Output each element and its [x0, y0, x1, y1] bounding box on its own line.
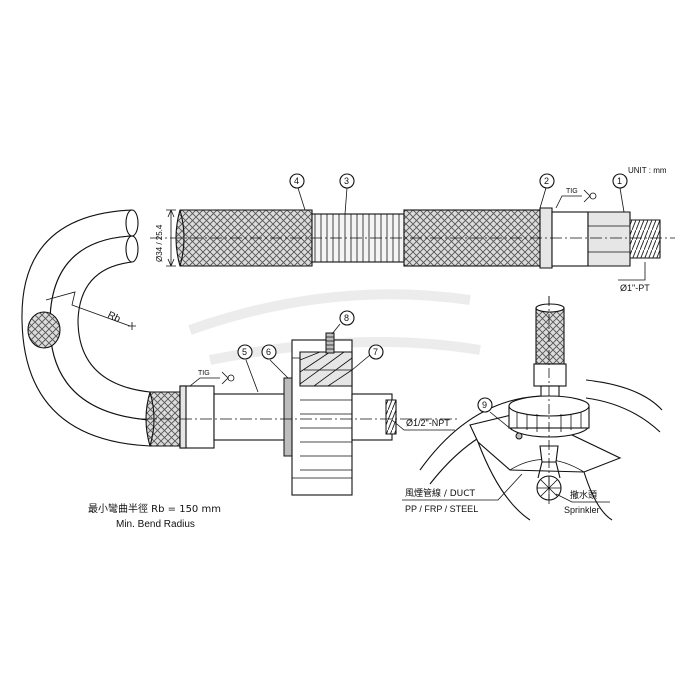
callout-1: 1	[617, 176, 622, 186]
sprinkler-label-cn: 撒水頭	[570, 489, 597, 501]
sprinkler-label-en: Sprinkler	[564, 505, 600, 515]
thread-label-top: Ø1"-PT	[620, 283, 650, 293]
bend-radius-note: 最小彎曲半徑 Rb = 150 mm Min. Bend Radius	[88, 502, 221, 530]
callout-3: 3	[344, 176, 349, 186]
weld-label-bottom: TIG	[198, 370, 210, 377]
callout-2: 2	[544, 176, 549, 186]
top-hose-assembly: Ø34 / 25.4 4 3 2 1	[150, 166, 675, 293]
installation-detail: 9 風煙管線 / DUCT PP / FRP / STEEL 撒水頭 Sprin…	[402, 296, 663, 521]
callout-7: 7	[373, 347, 378, 357]
callout-8: 8	[344, 313, 349, 323]
duct-label-cn: 風煙管線 / DUCT	[405, 487, 476, 499]
duct-label-en: PP / FRP / STEEL	[405, 504, 478, 514]
callout-9: 9	[482, 400, 487, 410]
diameter-label: Ø34 / 25.4	[155, 224, 164, 262]
callout-5: 5	[242, 347, 247, 357]
thread-label-bottom: Ø1/2"-NPT	[406, 418, 450, 428]
u-bend-hose: Rb	[21, 209, 151, 447]
bend-note-cn: 最小彎曲半徑 Rb = 150 mm	[88, 502, 221, 515]
bend-note-en: Min. Bend Radius	[116, 519, 195, 530]
callout-4: 4	[294, 176, 299, 186]
unit-label: UNIT : mm	[628, 166, 667, 175]
callout-6: 6	[266, 347, 271, 357]
weld-label-top: TIG	[566, 188, 578, 195]
bottom-hose-assembly: 5 6 7 8 TIG Ø1/2"-NPT	[140, 310, 460, 496]
radius-label: Rb	[106, 310, 123, 326]
